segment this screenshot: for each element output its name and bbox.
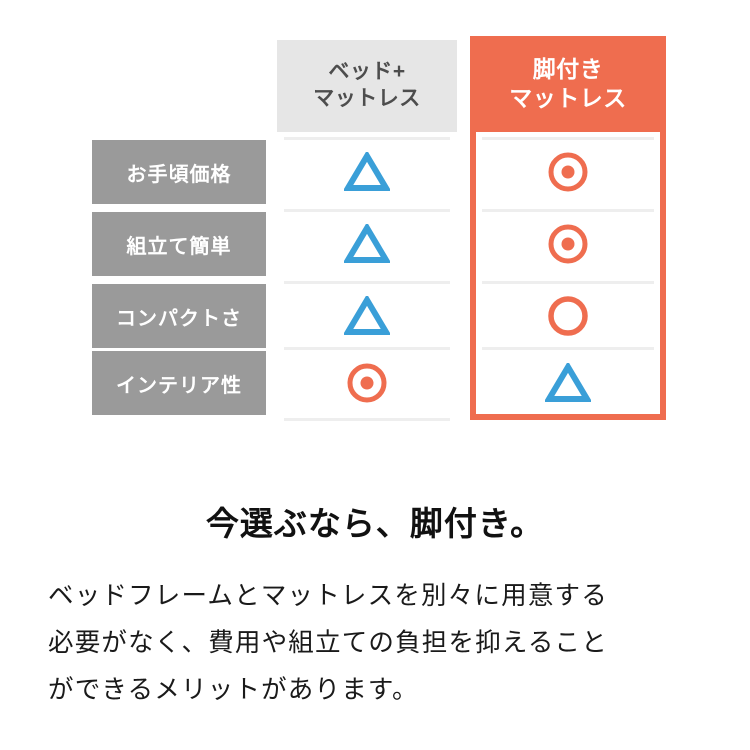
- column-header-line-2: マットレス: [313, 87, 421, 110]
- cell-bed-plus-mattress-interior-design: [277, 351, 457, 415]
- headline: 今選ぶなら、脚付き。: [205, 505, 545, 542]
- row-separator: [284, 137, 450, 140]
- triangle-mark: [344, 296, 390, 335]
- cell-legged-mattress-affordable-price: [476, 140, 660, 204]
- double-circle-mark: [347, 363, 387, 403]
- row-separator: [482, 281, 654, 284]
- column-header-line-1: 脚付き: [532, 55, 604, 82]
- column-header-bed-plus-mattress: ベッド+ マットレス: [277, 40, 457, 132]
- row-label-easy-assembly: 組立て簡単: [92, 212, 266, 276]
- table-row: お手頃価格: [0, 140, 750, 204]
- row-separator: [284, 418, 450, 421]
- table-row: インテリア性: [0, 351, 750, 415]
- row-label-affordable-price: お手頃価格: [92, 140, 266, 204]
- column-header-legged-mattress: 脚付き マットレス: [470, 36, 666, 132]
- paragraph-line: ができるメリットがあります。: [48, 676, 419, 705]
- triangle-mark: [545, 363, 591, 402]
- cell-legged-mattress-interior-design: [476, 351, 660, 415]
- paragraph-line: 必要がなく、費用や組立ての負担を抑えること: [48, 629, 608, 658]
- column-header-line-2: マットレス: [509, 85, 627, 111]
- double-circle-mark: [548, 224, 588, 264]
- row-label-compactness: コンパクトさ: [92, 284, 266, 348]
- comparison-table: ベッド+ マットレス 脚付き マットレス お手頃価格 組立て簡単: [0, 36, 750, 421]
- paragraph-line: ベッドフレームとマットレスを別々に用意する: [48, 582, 608, 610]
- cell-bed-plus-mattress-easy-assembly: [277, 212, 457, 276]
- row-separator: [284, 281, 450, 284]
- row-separator: [482, 209, 654, 212]
- bottom-copy-section: 今選ぶなら、脚付き。 ベッドフレームとマットレスを別々に用意する 必要がなく、費…: [0, 455, 750, 715]
- cell-bed-plus-mattress-compactness: [277, 284, 457, 348]
- row-separator: [284, 209, 450, 212]
- row-separator: [482, 137, 654, 140]
- column-header-line-1: ベッド+: [328, 60, 406, 84]
- cell-legged-mattress-easy-assembly: [476, 212, 660, 276]
- triangle-mark: [344, 152, 390, 191]
- cell-legged-mattress-compactness: [476, 284, 660, 348]
- row-label-interior-design: インテリア性: [92, 351, 266, 415]
- row-separator: [284, 347, 450, 350]
- table-row: コンパクトさ: [0, 284, 750, 348]
- double-circle-mark: [548, 152, 588, 192]
- body-paragraph: ベッドフレームとマットレスを別々に用意する 必要がなく、費用や組立ての負担を抑え…: [0, 545, 750, 715]
- triangle-mark: [344, 224, 390, 263]
- table-row: 組立て簡単: [0, 212, 750, 276]
- cell-bed-plus-mattress-affordable-price: [277, 140, 457, 204]
- row-separator: [482, 347, 654, 350]
- circle-mark: [548, 296, 588, 336]
